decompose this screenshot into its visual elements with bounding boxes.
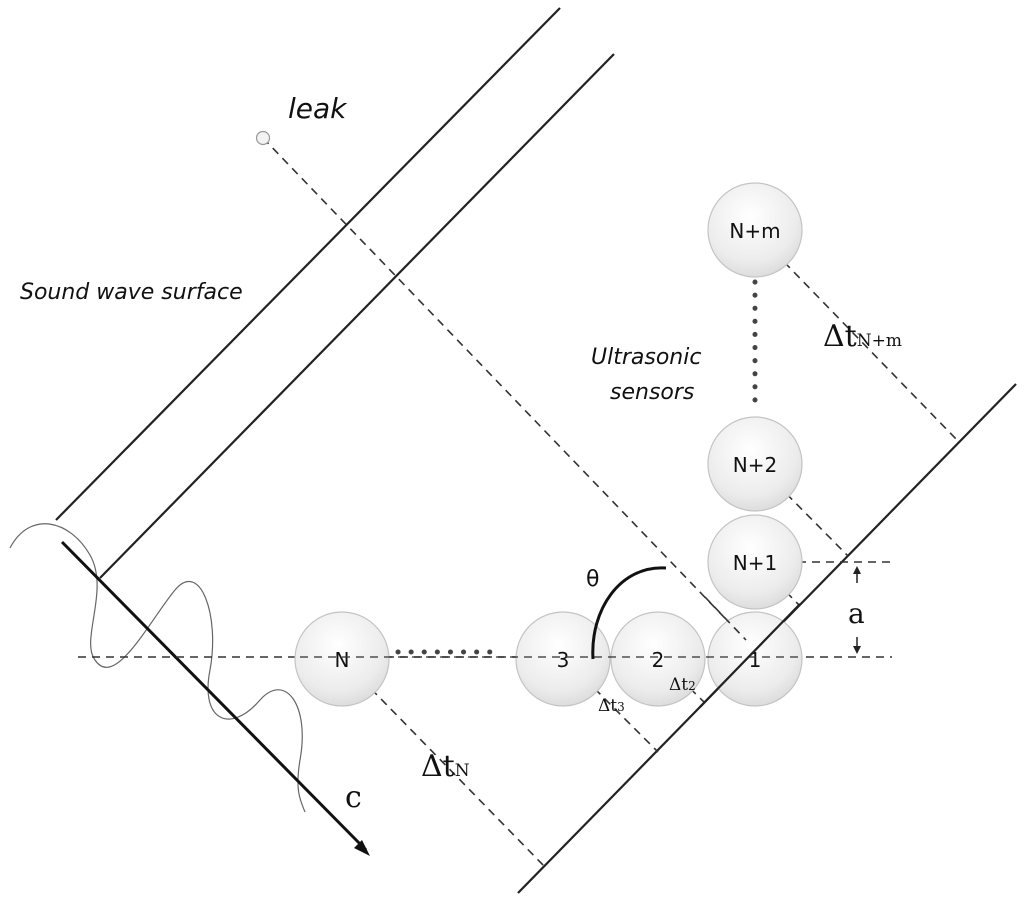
sensor-N-plus-2-label: N+2 (733, 453, 777, 477)
sensor-N-plus-1-label: N+1 (733, 551, 777, 575)
sensors-label-line1: Ultrasonic (591, 345, 701, 370)
dt-nm-line (754, 231, 958, 441)
propagation-arrow (60, 540, 368, 852)
a-label: a (848, 597, 865, 630)
dt-n-label: ΔtN (421, 749, 470, 784)
sound-wave-curve (9, 523, 306, 813)
theta-label: θ (586, 567, 599, 592)
sensor-2: 2 (610, 611, 706, 707)
dt-n-line (341, 658, 545, 867)
sensor-N: N (294, 611, 390, 707)
a-arrowhead-up (853, 566, 861, 574)
sensor-N-plus-1: N+1 (707, 514, 803, 610)
sensor-3-label: 3 (557, 648, 570, 672)
c-label: c (345, 780, 362, 815)
wave-surface-label: Sound wave surface (20, 280, 243, 305)
sensors-label-line2: sensors (610, 380, 694, 405)
sensor-1: 1 (707, 611, 803, 707)
sensor-N-plus-2: N+2 (707, 416, 803, 512)
theta-arc (591, 566, 667, 660)
sensor-N-label: N (335, 648, 350, 672)
sensor-N-plus-m-label: N+m (729, 219, 780, 243)
wave-front-line-inner (99, 53, 615, 579)
sensor-N-plus-m: N+m (707, 182, 803, 278)
dt-3-label: Δt3 (598, 696, 625, 716)
leak-path-overlay (704, 596, 747, 641)
leak-label: leak (288, 92, 348, 125)
leak-point (255, 130, 271, 146)
dt-2-label: Δt2 (669, 675, 696, 695)
wave-front-line-sensor-overlay (699, 603, 801, 708)
leak-path-line (262, 137, 747, 641)
sensor-2-label: 2 (652, 648, 665, 672)
wave-front-line-outer (55, 7, 561, 521)
sensor-3: 3 (515, 611, 611, 707)
dt-nm-label: ΔtN+m (823, 319, 902, 354)
a-arrowhead-down (853, 646, 861, 654)
propagation-arrowhead (354, 840, 370, 856)
